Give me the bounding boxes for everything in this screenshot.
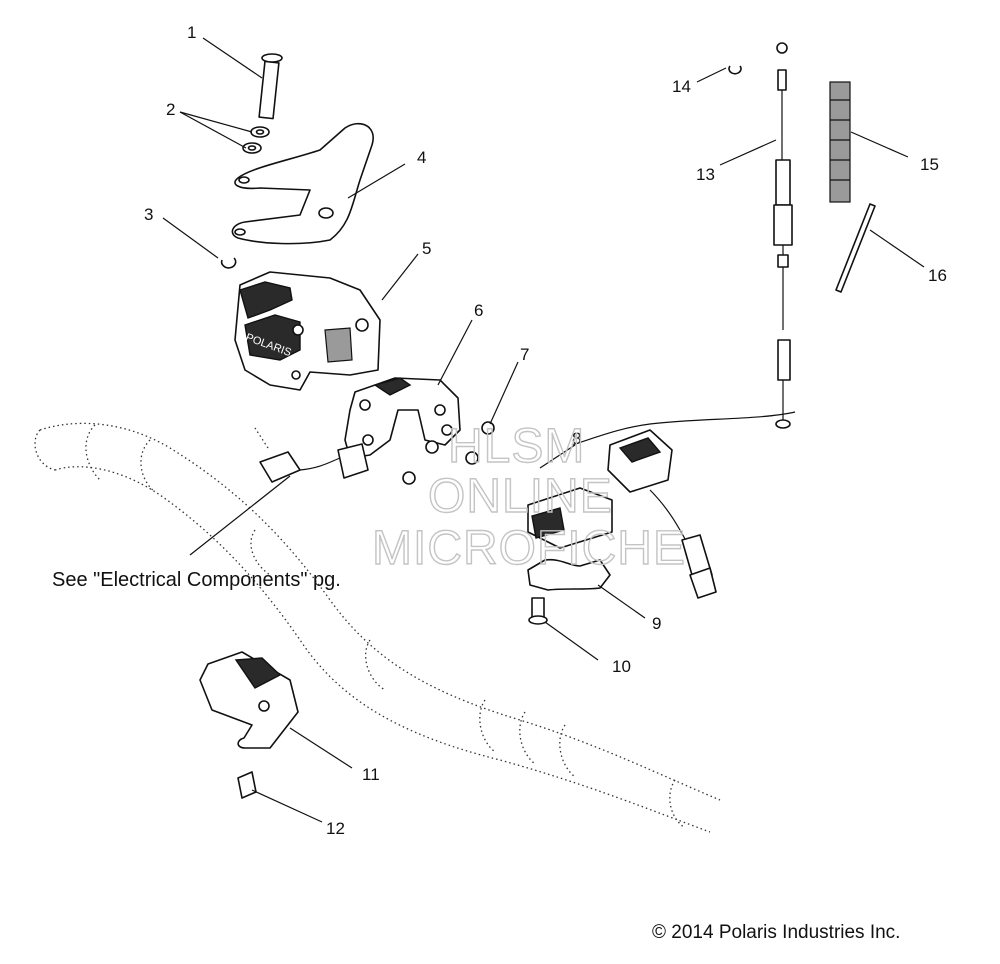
callout-14: 14 <box>672 77 691 96</box>
set-screw-part-12 <box>237 771 257 799</box>
callout-13: 13 <box>696 165 715 184</box>
clamp-plate-part-6 <box>344 377 461 459</box>
watermark-line-3: MICROFICHE <box>372 522 686 575</box>
bracket-part-11 <box>199 651 299 749</box>
washers-part-2 <box>242 126 270 154</box>
clip-part-14 <box>728 65 742 75</box>
callout-2: 2 <box>166 100 175 119</box>
sleeve-part-15 <box>829 81 851 203</box>
callout-12: 12 <box>326 819 345 838</box>
callout-6: 6 <box>474 301 483 320</box>
handlebar <box>34 422 721 833</box>
screw-part-10 <box>528 597 548 625</box>
switch-assembly-part-8 <box>571 411 796 599</box>
clip-part-3 <box>220 257 237 269</box>
callout-1: 1 <box>187 23 196 42</box>
switch-body <box>527 487 613 549</box>
callout-10: 10 <box>612 657 631 676</box>
callout-8: 8 <box>572 429 581 448</box>
electrical-components-note: See "Electrical Components" pg. <box>52 569 341 591</box>
callout-3: 3 <box>144 205 153 224</box>
callout-15: 15 <box>920 155 939 174</box>
callout-4: 4 <box>417 148 426 167</box>
watermark: HLSM ONLINE MICROFICHE <box>371 419 686 575</box>
watermark-line-2: ONLINE <box>428 470 613 523</box>
callout-9: 9 <box>652 614 661 633</box>
leader-lines <box>162 37 925 823</box>
callout-16: 16 <box>928 266 947 285</box>
callout-5: 5 <box>422 239 431 258</box>
copyright-notice: © 2014 Polaris Industries Inc. <box>652 922 900 943</box>
screws-part-7 <box>402 421 495 485</box>
switch-housing-part-5: POLARIS <box>234 271 381 391</box>
lever-bracket-part-4 <box>231 122 374 245</box>
clamp-part-9 <box>527 558 611 591</box>
watermark-line-1: HLSM <box>448 420 585 473</box>
callout-numbers: 1 2 3 4 5 6 7 8 9 10 11 12 13 14 15 16 <box>144 23 947 838</box>
pin-part-1 <box>258 53 283 120</box>
harness-connector <box>254 427 369 483</box>
tie-part-16 <box>835 203 876 293</box>
callout-11: 11 <box>362 765 380 784</box>
callout-7: 7 <box>520 345 529 364</box>
cable-part-13 <box>773 42 793 429</box>
